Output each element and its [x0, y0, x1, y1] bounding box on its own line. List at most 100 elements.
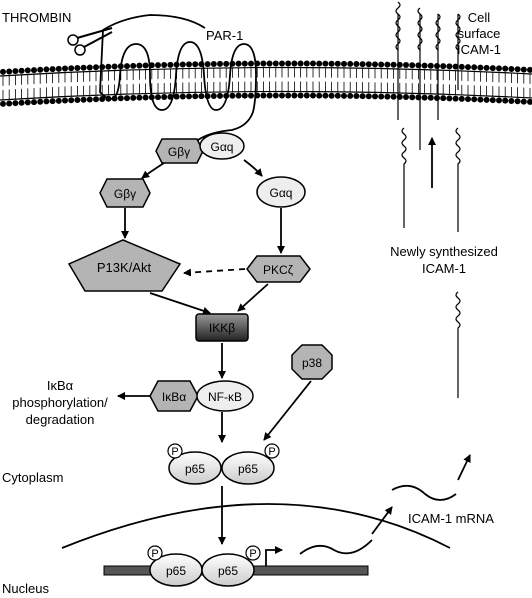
lipid-head-inner [465, 96, 471, 103]
gbg-node [99, 178, 151, 208]
nuclear-envelope [61, 503, 451, 549]
lipid-head-inner [235, 92, 242, 99]
lipid-head-outer [18, 67, 25, 74]
phospho-nuc-right-label: P [249, 548, 256, 560]
lipid-head-inner [192, 93, 199, 100]
newly-synthesized-line1: Newly synthesized [390, 244, 498, 259]
lipid-head-outer [390, 61, 397, 68]
lipid-head-outer [328, 60, 335, 67]
lipid-head-outer [508, 65, 515, 72]
thrombin-label: THROMBIN [2, 10, 71, 25]
arrow-pkc-ikk [237, 283, 269, 312]
lipid-head-inner [99, 95, 106, 102]
lipid-head-outer [62, 65, 68, 72]
lipid-head-inner [452, 95, 459, 102]
lipid-head-inner [434, 94, 440, 101]
nucleus-label: Nucleus [2, 581, 49, 596]
arrow-mrna-translation [457, 454, 471, 481]
ikba-label: IκBα [162, 390, 186, 404]
lipid-head-outer [372, 61, 378, 68]
lipid-head-inner [359, 93, 366, 100]
lipid-head-inner [378, 93, 385, 100]
arrow-p38-p65 [263, 380, 312, 441]
lipid-head-outer [130, 62, 137, 69]
lipid-head-inner [142, 94, 149, 101]
nfkb-label: NF-κB [208, 390, 242, 404]
lipid-head-inner [217, 92, 223, 99]
lipid-head-inner [179, 93, 186, 100]
lipid-head-inner [520, 98, 527, 105]
lipid-head-inner [198, 93, 205, 100]
lipid-head-outer [272, 60, 279, 67]
cytoplasm-label: Cytoplasm [2, 470, 63, 485]
gbg-label: Gβγ [114, 187, 136, 201]
lipid-head-outer [105, 63, 112, 70]
lipid-head-outer [514, 66, 521, 73]
lipid-head-inner [68, 97, 75, 104]
icam-mrna-label: ICAM-1 mRNA [408, 511, 494, 526]
lipid-head-inner [130, 94, 137, 101]
lipid-head-inner [93, 96, 99, 103]
lipid-head-inner [285, 92, 292, 99]
cell-surface-line2: surface [458, 26, 501, 41]
lipid-head-inner [136, 94, 143, 101]
lipid-head-outer [384, 61, 391, 68]
lipid-head-outer [378, 61, 385, 68]
gbg-membrane-node [155, 138, 204, 164]
lipid-head-inner [365, 93, 372, 100]
lipid-head-outer [179, 61, 186, 68]
p65-nuc-left-label: p65 [166, 564, 186, 578]
lipid-head-outer [217, 60, 223, 67]
lipid-head-outer [279, 60, 285, 67]
lipid-head-outer [80, 64, 87, 71]
lipid-head-outer [43, 66, 50, 73]
par1-receptor [99, 14, 257, 141]
lipid-head-outer [6, 68, 13, 75]
par1-label: PAR-1 [206, 28, 243, 43]
cell-surface-line3: ICAM-1 [457, 42, 501, 57]
lipid-head-outer [260, 60, 267, 67]
lipid-head-outer [434, 62, 440, 69]
lipid-head-outer [12, 68, 19, 75]
lipid-head-inner [272, 92, 279, 99]
lipid-head-outer [192, 61, 199, 68]
lipid-head-inner [117, 95, 124, 102]
lipid-head-outer [285, 60, 292, 67]
lipid-head-outer [316, 60, 323, 67]
lipid-head-inner [427, 94, 434, 101]
cell-surface-line1: Cell [468, 10, 491, 25]
lipid-head-inner [111, 95, 118, 102]
phospho-nuc-left-label: P [151, 548, 158, 560]
lipid-head-inner [403, 94, 409, 101]
lipid-head-inner [260, 92, 267, 99]
lipid-head-inner [446, 95, 453, 102]
lipid-head-inner [514, 98, 521, 105]
lipid-head-outer [527, 66, 532, 73]
phospho-cyto-right [264, 443, 280, 459]
lipid-head-outer [452, 63, 459, 70]
p65-cyto-left [168, 451, 222, 485]
phospho-cyto-right-label: P [268, 446, 275, 458]
lipid-head-inner [6, 100, 13, 107]
lipid-head-inner [279, 92, 285, 99]
ikk-beta-label: IKKβ [209, 321, 235, 335]
p65-nuc-right [201, 553, 255, 587]
lipid-head-inner [62, 97, 68, 104]
lipid-head-outer [24, 67, 31, 74]
lipid-head-outer [465, 64, 471, 71]
lipid-head-inner [353, 93, 360, 100]
lipid-head-inner [24, 99, 31, 106]
lipid-head-inner [384, 93, 391, 100]
lipid-head-outer [136, 62, 143, 69]
transcription-start-arrow [265, 546, 283, 566]
lipid-head-inner [347, 92, 354, 99]
lipid-head-outer [74, 64, 81, 71]
lipid-head-inner [248, 92, 254, 99]
lipid-head-inner [458, 95, 465, 102]
lipid-head-outer [37, 66, 44, 73]
arrow-to-gaq [243, 159, 263, 177]
lipid-head-inner [527, 98, 532, 105]
p65-cyto-left-label: p65 [185, 462, 205, 476]
lipid-head-inner [31, 99, 37, 106]
arrow-to-gbg [141, 162, 165, 179]
